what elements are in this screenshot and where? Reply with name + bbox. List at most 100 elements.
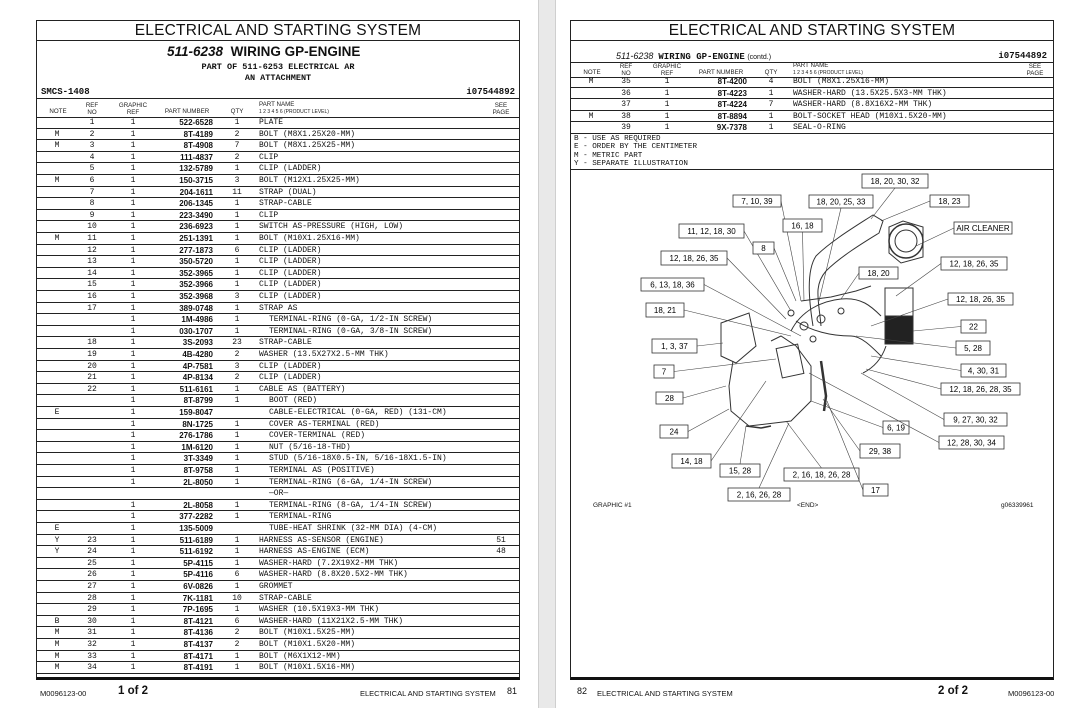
cell-note: M xyxy=(588,77,594,86)
section-title: ELECTRICAL AND STARTING SYSTEM xyxy=(37,21,519,41)
cell-note: B xyxy=(54,616,60,626)
cell-part-name: CABLE-ELECTRICAL (0-GA, RED) (131-CM) xyxy=(269,408,447,417)
note-legend-item: B - USE AS REQUIRED xyxy=(574,135,661,143)
leader-line xyxy=(880,200,931,222)
cell-part-number: 377-2282 xyxy=(179,512,213,522)
cell-ref-no: 17 xyxy=(87,303,97,313)
cell-part-number: 4P-8134 xyxy=(182,373,213,383)
cell-ref-no: 1 xyxy=(89,118,95,127)
cell-qty: 1 xyxy=(234,315,240,325)
cell-part-number: 522-6528 xyxy=(179,118,213,127)
cell-graphic-ref: 1 xyxy=(130,338,136,348)
cell-part-number: 8T-4223 xyxy=(717,88,747,98)
callout-box xyxy=(947,292,1014,306)
header-part-number: PART NUMBER xyxy=(691,69,751,77)
callout-label: 18, 21 xyxy=(654,306,677,315)
cell-part-number: 2L-8050 xyxy=(183,477,213,487)
cell-ref-no: 5 xyxy=(89,164,95,174)
cell-part-name: TERMINAL AS (POSITIVE) xyxy=(269,466,375,475)
cell-part-name: TERMINAL-RING (6-GA, 1/4-IN SCREW) xyxy=(269,477,433,487)
cell-note: M xyxy=(54,640,60,649)
cell-graphic-ref: 1 xyxy=(130,268,136,278)
cell-part-number: 223-3490 xyxy=(179,210,213,220)
cell-note: M xyxy=(54,129,60,139)
cell-part-name: CLIP (LADDER) xyxy=(259,257,322,267)
cell-part-name: WASHER (13.5X27X2.5-MM THK) xyxy=(259,350,389,359)
section-title: ELECTRICAL AND STARTING SYSTEM xyxy=(571,21,1053,41)
cell-part-name: —OR— xyxy=(269,489,289,499)
leader-line xyxy=(726,257,787,320)
callout-label: AIR CLEANER xyxy=(956,224,1010,233)
header-note-line: NOTE xyxy=(583,69,601,76)
cell-graphic-ref: 1 xyxy=(130,616,136,626)
cell-part-number: 3S-2093 xyxy=(182,338,213,348)
leader-line xyxy=(870,298,949,327)
cell-part-name: PLATE xyxy=(259,118,284,127)
cell-graphic-ref: 1 xyxy=(664,123,670,133)
cell-qty: 1 xyxy=(234,280,240,290)
callout-box xyxy=(862,483,889,497)
divider xyxy=(571,169,1053,170)
callout-label: 12, 28, 30, 34 xyxy=(947,439,996,448)
callout-box xyxy=(955,340,991,356)
page-gutter xyxy=(538,0,556,708)
cell-part-number: 236-6923 xyxy=(179,222,213,232)
cell-part-number: 8T-4224 xyxy=(717,100,747,110)
header-note: NOTE xyxy=(583,69,601,77)
cell-ref-no: 6 xyxy=(89,176,95,185)
cell-ref-no: 23 xyxy=(87,535,97,545)
callout-box xyxy=(659,424,689,439)
cell-part-name: BOLT-SOCKET HEAD (M10X1.5X20-MM) xyxy=(793,111,947,121)
leader-line xyxy=(802,231,805,302)
callout-label: 9, 27, 30, 32 xyxy=(953,416,998,425)
cell-graphic-ref: 1 xyxy=(130,326,136,336)
callout-label: 2, 16, 18, 26, 28 xyxy=(793,471,851,480)
footer-page-number: 81 xyxy=(507,686,518,696)
cell-part-number: 7K-1181 xyxy=(182,593,213,603)
cell-qty: 1 xyxy=(234,268,240,278)
cell-qty: 2 xyxy=(234,129,240,139)
header-part-number-line: PART NUMBER xyxy=(698,69,744,76)
cell-part-number: 9X-7378 xyxy=(716,123,747,133)
cell-ref-no: 7 xyxy=(89,187,95,197)
leader-line xyxy=(855,335,957,349)
callout-label: 14, 18 xyxy=(680,457,703,466)
cell-qty: 1 xyxy=(234,431,240,441)
cell-part-name: STUD (5/16-18X0.5-IN, 5/16-18X1.5-IN) xyxy=(269,454,447,464)
cell-qty: 1 xyxy=(768,88,774,98)
cell-part-name: WASHER-HARD (8.8X16X2-MM THK) xyxy=(793,100,933,110)
cell-graphic-ref: 1 xyxy=(130,524,136,533)
cell-part-name: BOLT (M12X1.25X25-MM) xyxy=(259,176,360,185)
cell-part-number: 389-0748 xyxy=(179,303,213,313)
cell-ref-no: 11 xyxy=(87,234,97,243)
callout-box xyxy=(882,420,910,435)
cell-part-name: HARNESS AS-ENGINE (ECM) xyxy=(259,547,370,557)
part-of: PART OF 511-6253 ELECTRICAL AR xyxy=(201,62,355,72)
cell-note: M xyxy=(54,234,60,243)
cell-part-name: WASHER-HARD (8.8X20.5X2-MM THK) xyxy=(259,570,408,580)
part-heading: 511-6238 WIRING GP-ENGINE xyxy=(167,44,360,59)
cell-graphic-ref: 1 xyxy=(130,303,136,313)
callout-box xyxy=(678,223,745,239)
callout-box xyxy=(783,467,860,482)
smcs-code: SMCS-1408 xyxy=(41,87,90,97)
callout-label: 5, 28 xyxy=(964,344,982,353)
cell-part-number: 204-1611 xyxy=(179,187,213,197)
cell-part-name: GROMMET xyxy=(259,582,293,591)
cell-graphic-ref: 1 xyxy=(130,384,136,394)
header-qty-line: QTY xyxy=(230,108,244,115)
cell-ref-no: 26 xyxy=(87,570,97,580)
